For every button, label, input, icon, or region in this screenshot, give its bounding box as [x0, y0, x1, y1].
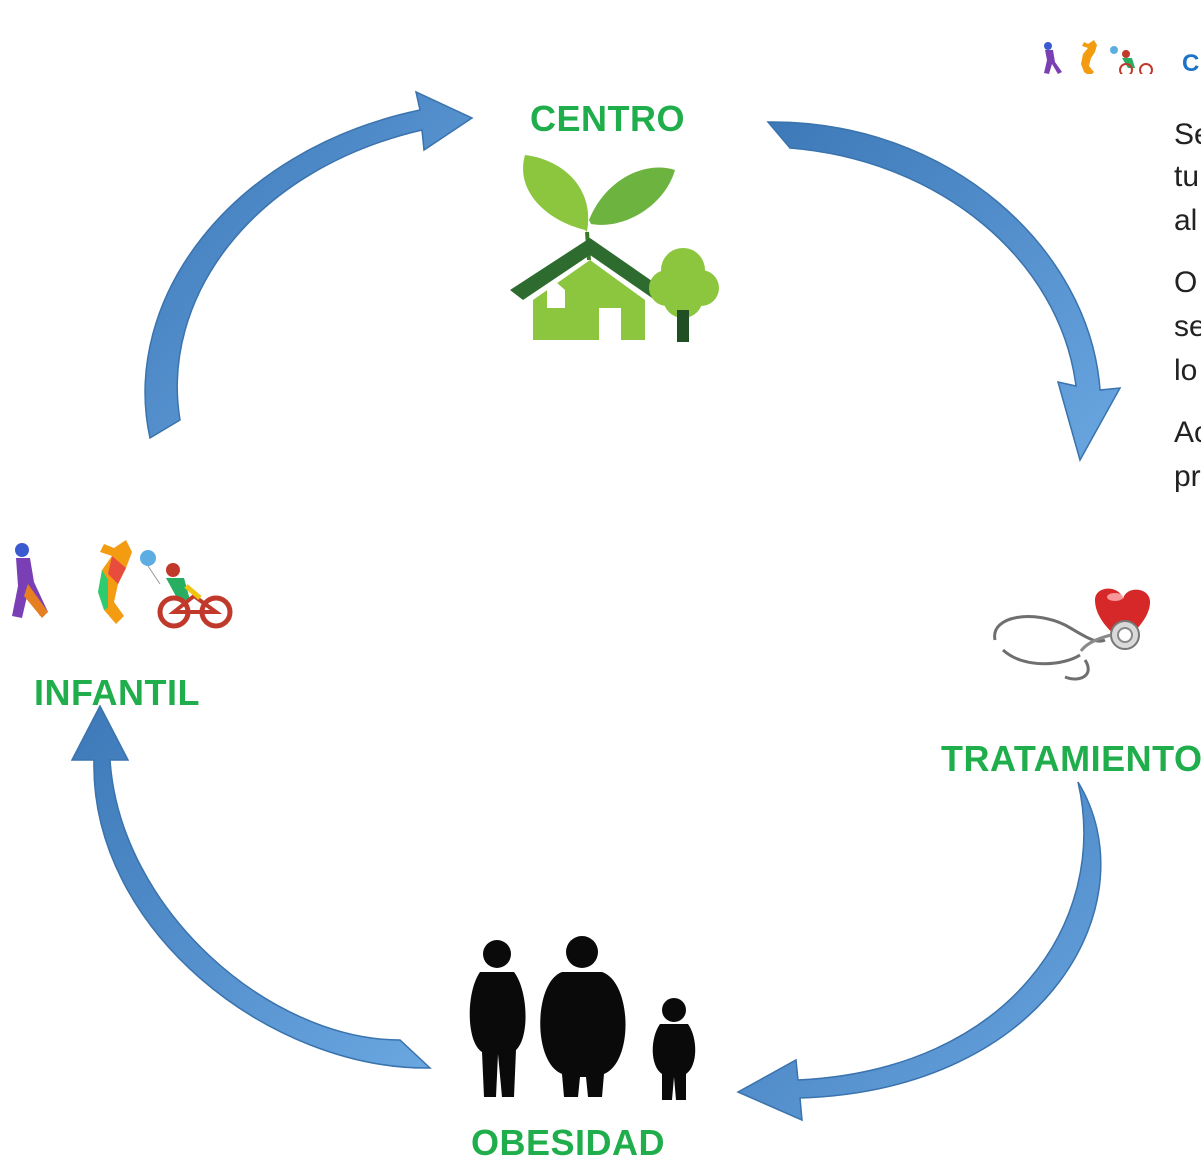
arrow-centro-to-tratamiento: [766, 121, 1122, 462]
side-panel-heading: CI: [1182, 50, 1201, 77]
children-playing-icon: [12, 540, 233, 629]
arrow-obesidad-to-infantil: [70, 704, 432, 1069]
arrow-tratamiento-to-obesidad: [736, 781, 1102, 1122]
children-playing-small-icon: [1044, 40, 1153, 74]
side-panel-line: lo: [1174, 354, 1198, 387]
side-panel-line: pr: [1174, 460, 1201, 493]
node-label-obesidad: OBESIDAD: [471, 1122, 666, 1163]
obese-people-silhouettes-icon: [469, 936, 696, 1100]
side-panel-line: tu: [1174, 160, 1200, 193]
side-panel-line: al: [1174, 204, 1198, 237]
house-with-leaves-and-tree-icon: [510, 155, 719, 342]
arrow-infantil-to-centro: [144, 90, 474, 440]
node-label-tratamiento: TRATAMIENTO: [941, 738, 1201, 779]
node-label-infantil: INFANTIL: [34, 672, 200, 713]
side-panel-line: O: [1174, 266, 1198, 299]
side-panel-line: Ac: [1174, 416, 1201, 449]
side-panel-line: se: [1174, 310, 1201, 343]
side-panel-line: Se: [1174, 118, 1201, 151]
node-label-centro: CENTRO: [530, 98, 685, 139]
heart-with-stethoscope-icon: [993, 588, 1151, 681]
